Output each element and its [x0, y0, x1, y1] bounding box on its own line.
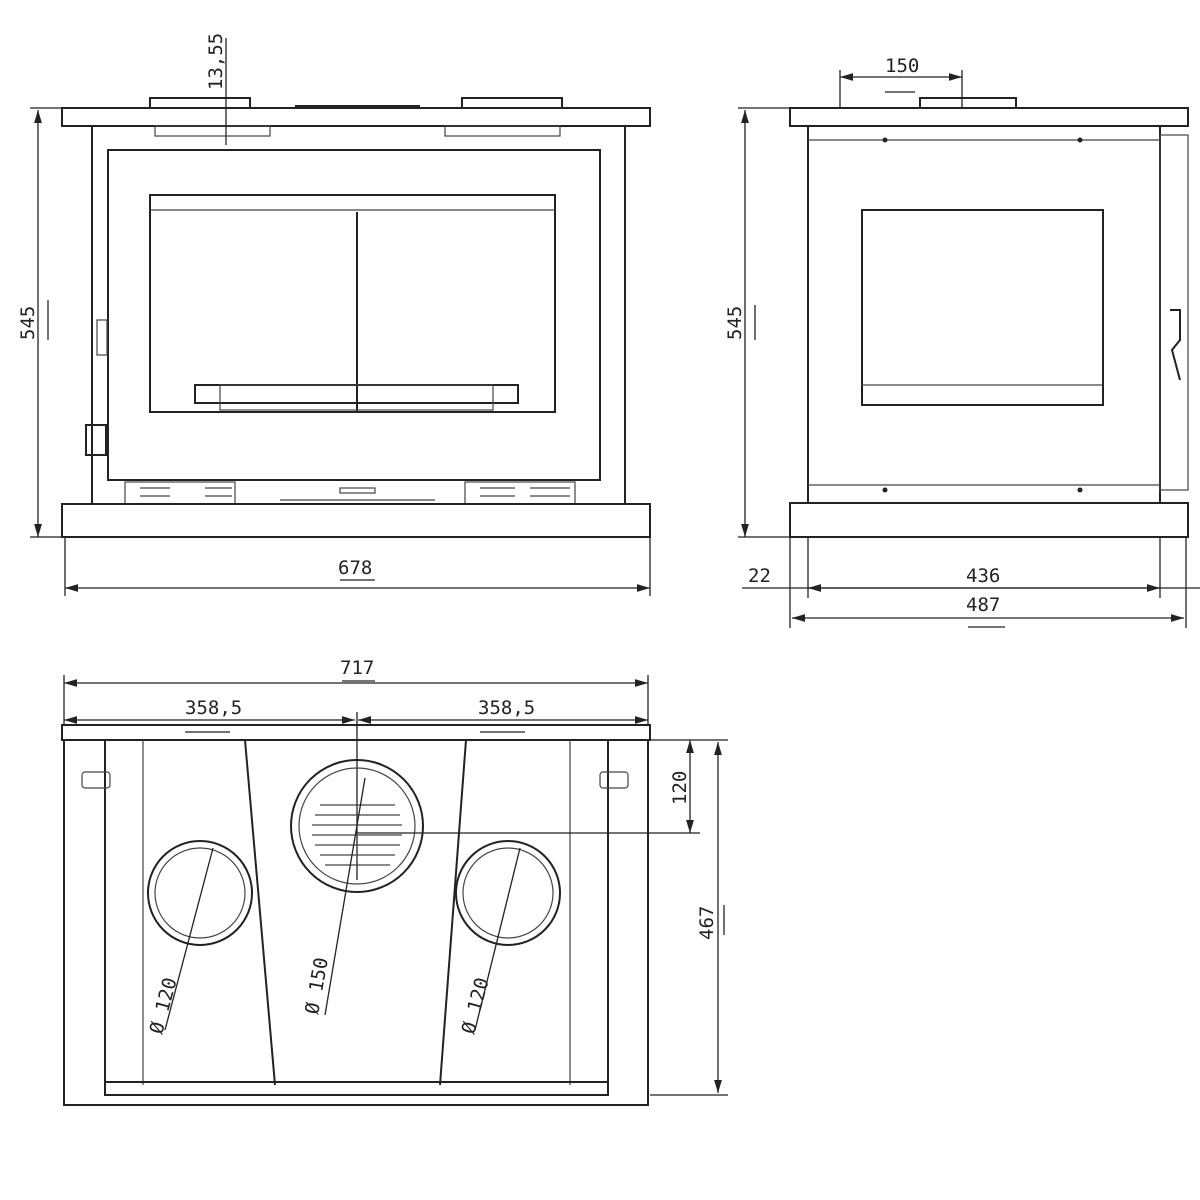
air-opening-left	[147, 840, 253, 946]
dim-bottom-total-width: 717	[340, 657, 374, 679]
bottom-body	[63, 739, 649, 1106]
label-opening-left: Ø 120	[146, 975, 182, 1036]
label-opening-right: Ø 120	[458, 975, 494, 1036]
dim-side-height: 545	[724, 306, 746, 340]
dim-bottom-half-left: 358,5	[185, 697, 242, 719]
stove-body	[91, 125, 626, 505]
side-handle	[1170, 309, 1181, 381]
dim-side-inner-depth: 436	[966, 565, 1000, 587]
air-opening-right	[455, 840, 561, 946]
door-frame	[107, 149, 601, 481]
top-plate	[61, 107, 651, 127]
dim-front-width: 678	[338, 557, 372, 579]
base-plate	[61, 503, 651, 538]
front-view: 13,55 545 678	[17, 33, 651, 596]
side-door-edge	[1159, 134, 1189, 491]
side-window	[861, 209, 1104, 406]
flue-opening-center	[290, 759, 424, 893]
dim-bottom-flue-offset: 120	[669, 771, 691, 805]
side-view: 150 545 22 436 487	[724, 55, 1200, 628]
side-base	[789, 502, 1189, 538]
top-collar-right	[461, 97, 563, 109]
bottom-front-strip	[61, 724, 651, 741]
flue-grate	[312, 804, 402, 866]
dim-top-offset: 13,55	[205, 33, 227, 90]
dim-bottom-half-right: 358,5	[478, 697, 535, 719]
hinge	[85, 424, 107, 456]
dim-side-left-offset: 22	[748, 565, 771, 587]
top-collar-left	[149, 97, 251, 109]
air-vents	[124, 481, 576, 505]
dim-front-height: 545	[17, 306, 39, 340]
door-glass	[149, 194, 556, 413]
side-top-plate	[789, 107, 1189, 127]
dim-side-flue-offset: 150	[885, 55, 919, 77]
bottom-view: 717 358,5 358,5 Ø 120 Ø 150 Ø 12	[61, 657, 728, 1106]
dim-side-total-depth: 487	[966, 594, 1000, 616]
side-body	[807, 125, 1161, 504]
dim-bottom-depth: 467	[696, 906, 718, 940]
label-opening-center: Ø 150	[301, 956, 333, 1016]
